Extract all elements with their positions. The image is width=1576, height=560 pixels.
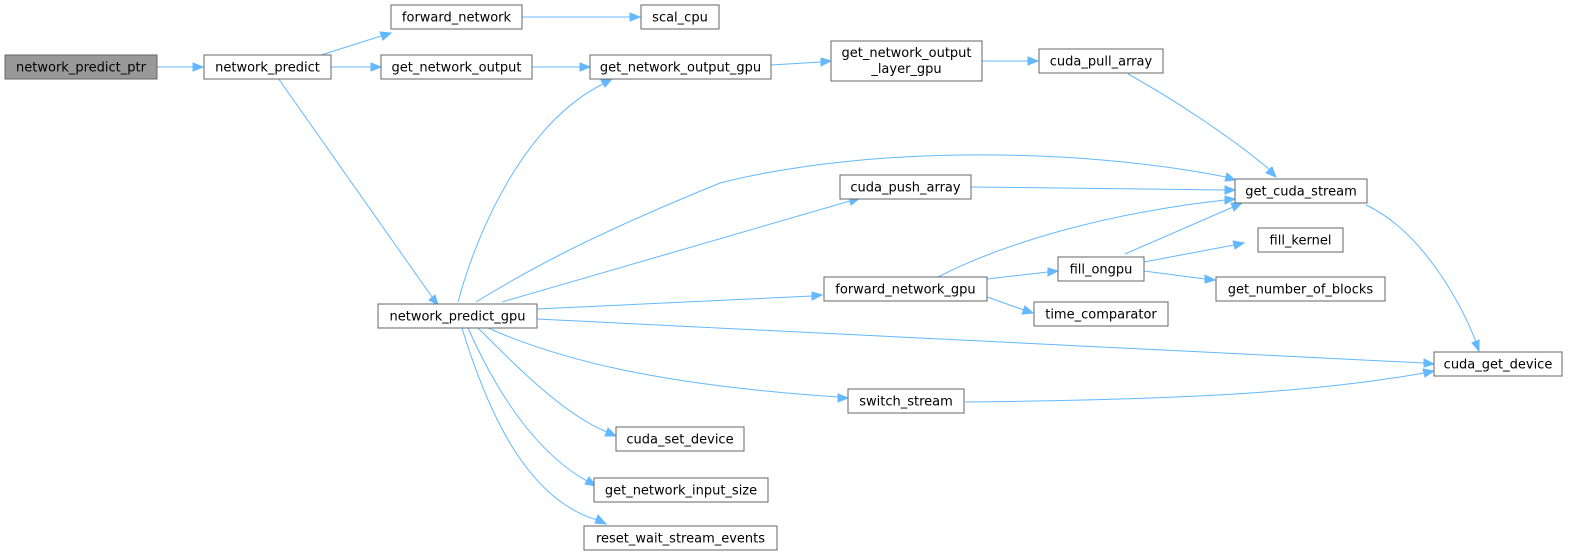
- edges: [157, 12, 1480, 525]
- node-get_network_output_gpu[interactable]: get_network_output_gpu: [589, 54, 772, 80]
- edge-get_network_output_layer_gpu-to-cuda_pull_array: [982, 56, 1040, 66]
- node-cuda_pull_array[interactable]: cuda_pull_array: [1038, 48, 1164, 74]
- node-switch_stream[interactable]: switch_stream: [847, 388, 965, 414]
- node-forward_network_gpu[interactable]: forward_network_gpu: [823, 276, 988, 302]
- node-label: get_network_output: [391, 61, 521, 76]
- node-get_network_input_size[interactable]: get_network_input_size: [593, 477, 769, 503]
- edge-switch_stream-to-cuda_get_device: [964, 368, 1436, 403]
- node-forward_network[interactable]: forward_network: [390, 4, 523, 30]
- node-label: network_predict_gpu: [390, 310, 526, 325]
- edge-network_predict_gpu-to-reset_wait_stream_events: [461, 327, 608, 525]
- edge-network_predict_gpu-to-cuda_get_device: [536, 318, 1436, 368]
- node-label: fill_ongpu: [1070, 263, 1133, 278]
- edge-network_predict-to-network_predict_gpu: [277, 77, 439, 307]
- nodes: network_predict_ptr network_predict forw…: [4, 4, 1563, 551]
- node-cuda_set_device[interactable]: cuda_set_device: [615, 426, 745, 452]
- edge-network_predict_gpu-to-get_network_input_size: [467, 327, 598, 487]
- edge-get_cuda_stream-to-cuda_get_device: [1365, 204, 1480, 353]
- node-get_network_output_layer_gpu[interactable]: get_network_output _layer_gpu: [830, 40, 983, 82]
- edge-fill_ongpu-to-get_cuda_stream: [1124, 202, 1244, 255]
- node-label: cuda_pull_array: [1050, 55, 1153, 70]
- node-label: cuda_get_device: [1444, 358, 1553, 373]
- edge-network_predict_gpu-to-cuda_set_device: [477, 327, 618, 437]
- node-fill_kernel[interactable]: fill_kernel: [1257, 227, 1344, 253]
- node-cuda_push_array[interactable]: cuda_push_array: [839, 174, 972, 200]
- node-label: scal_cpu: [652, 11, 708, 26]
- edge-cuda_push_array-to-get_cuda_stream: [970, 185, 1237, 195]
- node-label: get_number_of_blocks: [1228, 283, 1374, 298]
- node-label: time_comparator: [1045, 308, 1157, 323]
- node-scal_cpu[interactable]: scal_cpu: [640, 4, 720, 30]
- node-label: cuda_push_array: [850, 181, 961, 196]
- node-label: get_cuda_stream: [1245, 185, 1357, 200]
- node-network_predict_ptr[interactable]: network_predict_ptr: [4, 54, 158, 80]
- node-network_predict_gpu[interactable]: network_predict_gpu: [377, 303, 538, 329]
- edge-network_predict_gpu-to-forward_network_gpu: [536, 291, 824, 310]
- node-label: network_predict: [215, 61, 320, 76]
- edge-network_predict_gpu-to-get_network_output_gpu: [457, 78, 614, 303]
- node-label: forward_network: [402, 11, 512, 26]
- node-label: forward_network_gpu: [835, 283, 975, 298]
- node-cuda_get_device[interactable]: cuda_get_device: [1433, 351, 1563, 377]
- edge-forward_network-to-scal_cpu: [522, 12, 642, 22]
- node-label: get_network_input_size: [605, 484, 757, 499]
- edge-fill_ongpu-to-fill_kernel: [1143, 240, 1246, 263]
- node-get_network_output[interactable]: get_network_output: [380, 54, 533, 80]
- edge-network_predict_gpu-to-cuda_push_array: [501, 196, 862, 303]
- node-label: cuda_set_device: [626, 433, 733, 448]
- edge-fill_ongpu-to-get_number_of_blocks: [1143, 270, 1217, 284]
- edge-network_predict_ptr-to-network_predict: [157, 62, 205, 72]
- node-label: network_predict_ptr: [16, 61, 147, 76]
- edge-forward_network_gpu-to-get_cuda_stream: [937, 195, 1237, 278]
- node-fill_ongpu[interactable]: fill_ongpu: [1057, 256, 1145, 282]
- node-label-line2: _layer_gpu: [870, 62, 941, 77]
- node-get_cuda_stream[interactable]: get_cuda_stream: [1234, 178, 1368, 204]
- node-get_number_of_blocks[interactable]: get_number_of_blocks: [1215, 276, 1386, 302]
- edge-forward_network_gpu-to-fill_ongpu: [986, 267, 1060, 280]
- node-reset_wait_stream_events[interactable]: reset_wait_stream_events: [583, 525, 778, 551]
- node-label: fill_kernel: [1270, 234, 1332, 249]
- node-network_predict[interactable]: network_predict: [203, 54, 332, 80]
- node-time_comparator[interactable]: time_comparator: [1033, 301, 1169, 327]
- node-label: switch_stream: [859, 395, 953, 410]
- edge-network_predict-to-forward_network: [317, 31, 393, 57]
- node-label: reset_wait_stream_events: [596, 532, 765, 547]
- edge-get_network_output-to-get_network_output_gpu: [532, 62, 592, 72]
- edge-network_predict_gpu-to-switch_stream: [487, 327, 850, 403]
- edge-forward_network_gpu-to-time_comparator: [986, 296, 1035, 315]
- edge-network_predict_gpu-to-get_cuda_stream: [475, 154, 1237, 303]
- edge-network_predict-to-get_network_output: [331, 62, 383, 72]
- node-label-line1: get_network_output: [841, 46, 971, 61]
- edge-cuda_pull_array-to-get_cuda_stream: [1127, 73, 1277, 178]
- edge-get_network_output_gpu-to-get_network_output_layer_gpu: [770, 57, 833, 67]
- node-label: get_network_output_gpu: [600, 61, 761, 76]
